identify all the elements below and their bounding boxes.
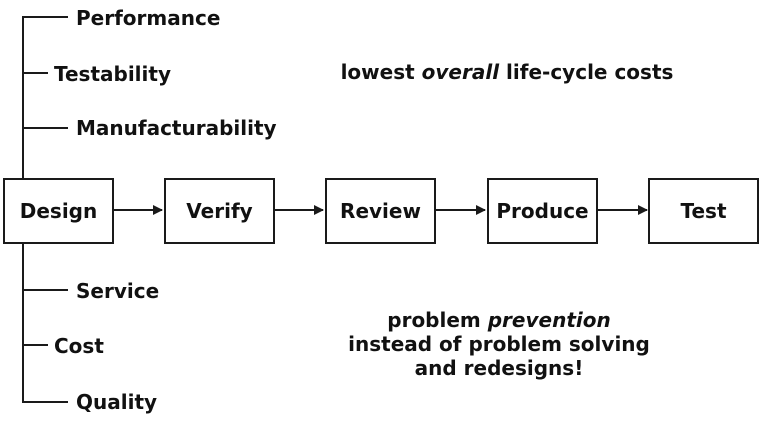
branch-label-cost: Cost — [54, 334, 104, 358]
note-lowest-costs-after: life-cycle costs — [499, 60, 674, 84]
note-line-2: instead of problem solving — [348, 332, 650, 356]
note-lowest-costs-before: lowest — [340, 60, 422, 84]
branch-label-manufacturability: Manufacturability — [76, 116, 277, 140]
note-lowest-costs-emphasis: overall — [421, 60, 500, 84]
note-lowest-costs: lowest overall life-cycle costs — [303, 60, 711, 84]
process-box-design: Design — [3, 178, 114, 244]
note-problem-prevention: problem prevention instead of problem so… — [300, 308, 698, 380]
note-line-3: and redesigns! — [414, 356, 584, 380]
process-box-produce: Produce — [487, 178, 598, 244]
branch-label-quality: Quality — [76, 390, 158, 414]
note-line-1-emphasis: prevention — [487, 308, 611, 332]
note-line-1-before: problem — [387, 308, 488, 332]
note-line-1: problem prevention — [300, 308, 698, 332]
process-box-verify: Verify — [164, 178, 275, 244]
branch-label-performance: Performance — [76, 6, 221, 30]
branch-label-testability: Testability — [54, 62, 171, 86]
process-box-test: Test — [648, 178, 759, 244]
branch-label-service: Service — [76, 279, 160, 303]
process-box-review: Review — [325, 178, 436, 244]
